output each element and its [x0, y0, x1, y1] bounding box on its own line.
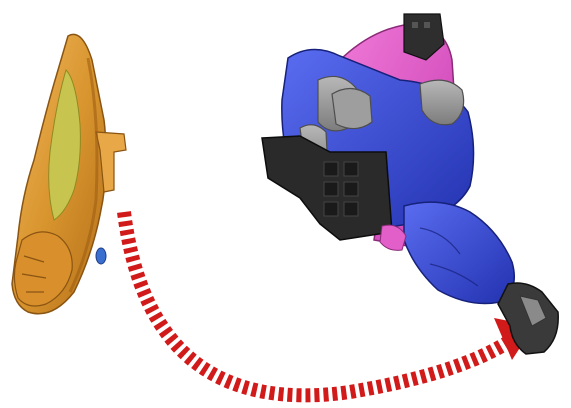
black-connector	[262, 136, 392, 240]
blue-peg	[96, 248, 106, 264]
robot-figure-torso	[262, 14, 558, 354]
orange-armor-part	[12, 34, 126, 313]
